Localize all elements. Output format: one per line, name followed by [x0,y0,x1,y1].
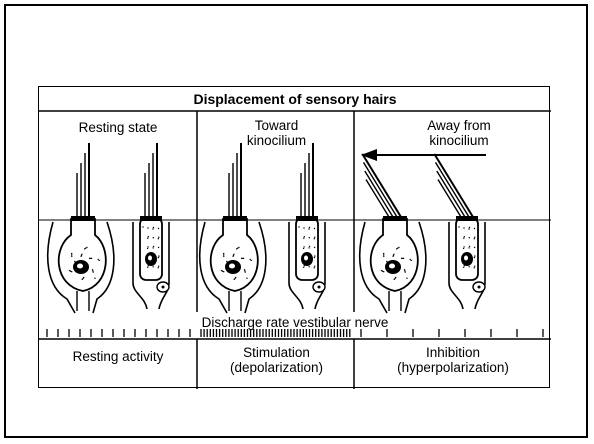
footer-resting: Resting activity [41,349,195,364]
hair-bundle [145,143,157,217]
hair-cell-figure: Displacement of sensory hairs Resting st… [38,86,550,388]
type-i-hair-cell [200,143,266,313]
figure-title: Displacement of sensory hairs [39,92,551,107]
spike-train [47,329,544,337]
hair-bundle [434,154,473,217]
type-i-hair-cell [360,154,426,313]
hair-bundle [362,154,401,217]
direction-arrow [361,149,486,161]
footer-stimulation: Stimulation (depolarization) [199,345,354,375]
hair-bundle [77,143,89,217]
type-ii-hair-cell [289,143,325,309]
type-ii-hair-cell [133,143,169,309]
hair-bundle [301,143,313,217]
hair-bundle [229,143,241,217]
column-heading-away: Away from kinocilium [369,118,549,148]
footer-inhibition: Inhibition (hyperpolarization) [355,345,551,375]
column-heading-resting: Resting state [43,120,193,135]
type-ii-hair-cell [434,154,485,309]
column-heading-toward: Toward kinocilium [199,118,354,148]
nerve-label: Discharge rate vestibular nerve [39,315,551,330]
type-i-hair-cell [48,143,114,313]
